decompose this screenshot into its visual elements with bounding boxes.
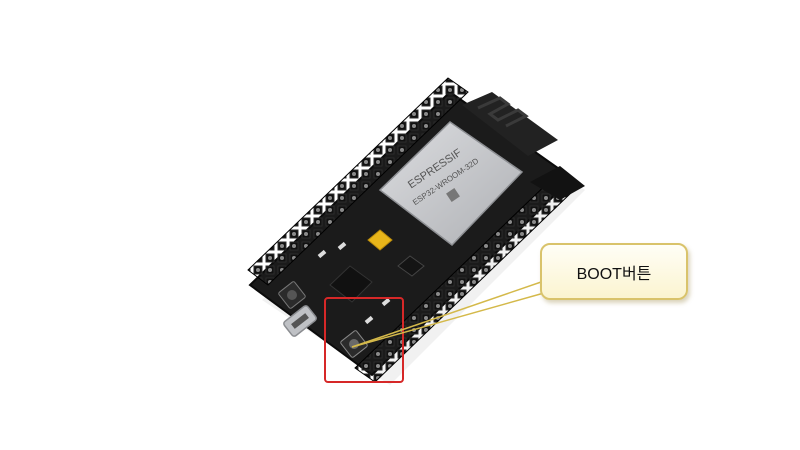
en-button-cap	[287, 290, 297, 300]
esp32-module-shield	[378, 121, 524, 247]
pin-header-top	[247, 77, 469, 286]
leader-line	[351, 280, 545, 348]
smd-component	[317, 249, 327, 259]
boot-highlight-box	[324, 297, 404, 383]
voltage-regulator	[397, 255, 425, 277]
boot-button-cap	[349, 339, 359, 349]
smd-component	[364, 315, 374, 325]
smd-component	[337, 241, 347, 251]
module-logo-mark	[446, 188, 460, 202]
pin-header-right	[530, 166, 585, 200]
boot-button-callout: BOOT버튼	[540, 243, 688, 300]
micro-usb-opening	[291, 313, 309, 329]
yellow-capacitor	[367, 229, 393, 251]
callout-label: BOOT버튼	[576, 265, 652, 283]
leader-line	[351, 292, 545, 348]
antenna-trace	[477, 96, 529, 128]
smd-component	[381, 297, 391, 307]
usb-uart-chip	[329, 265, 373, 303]
